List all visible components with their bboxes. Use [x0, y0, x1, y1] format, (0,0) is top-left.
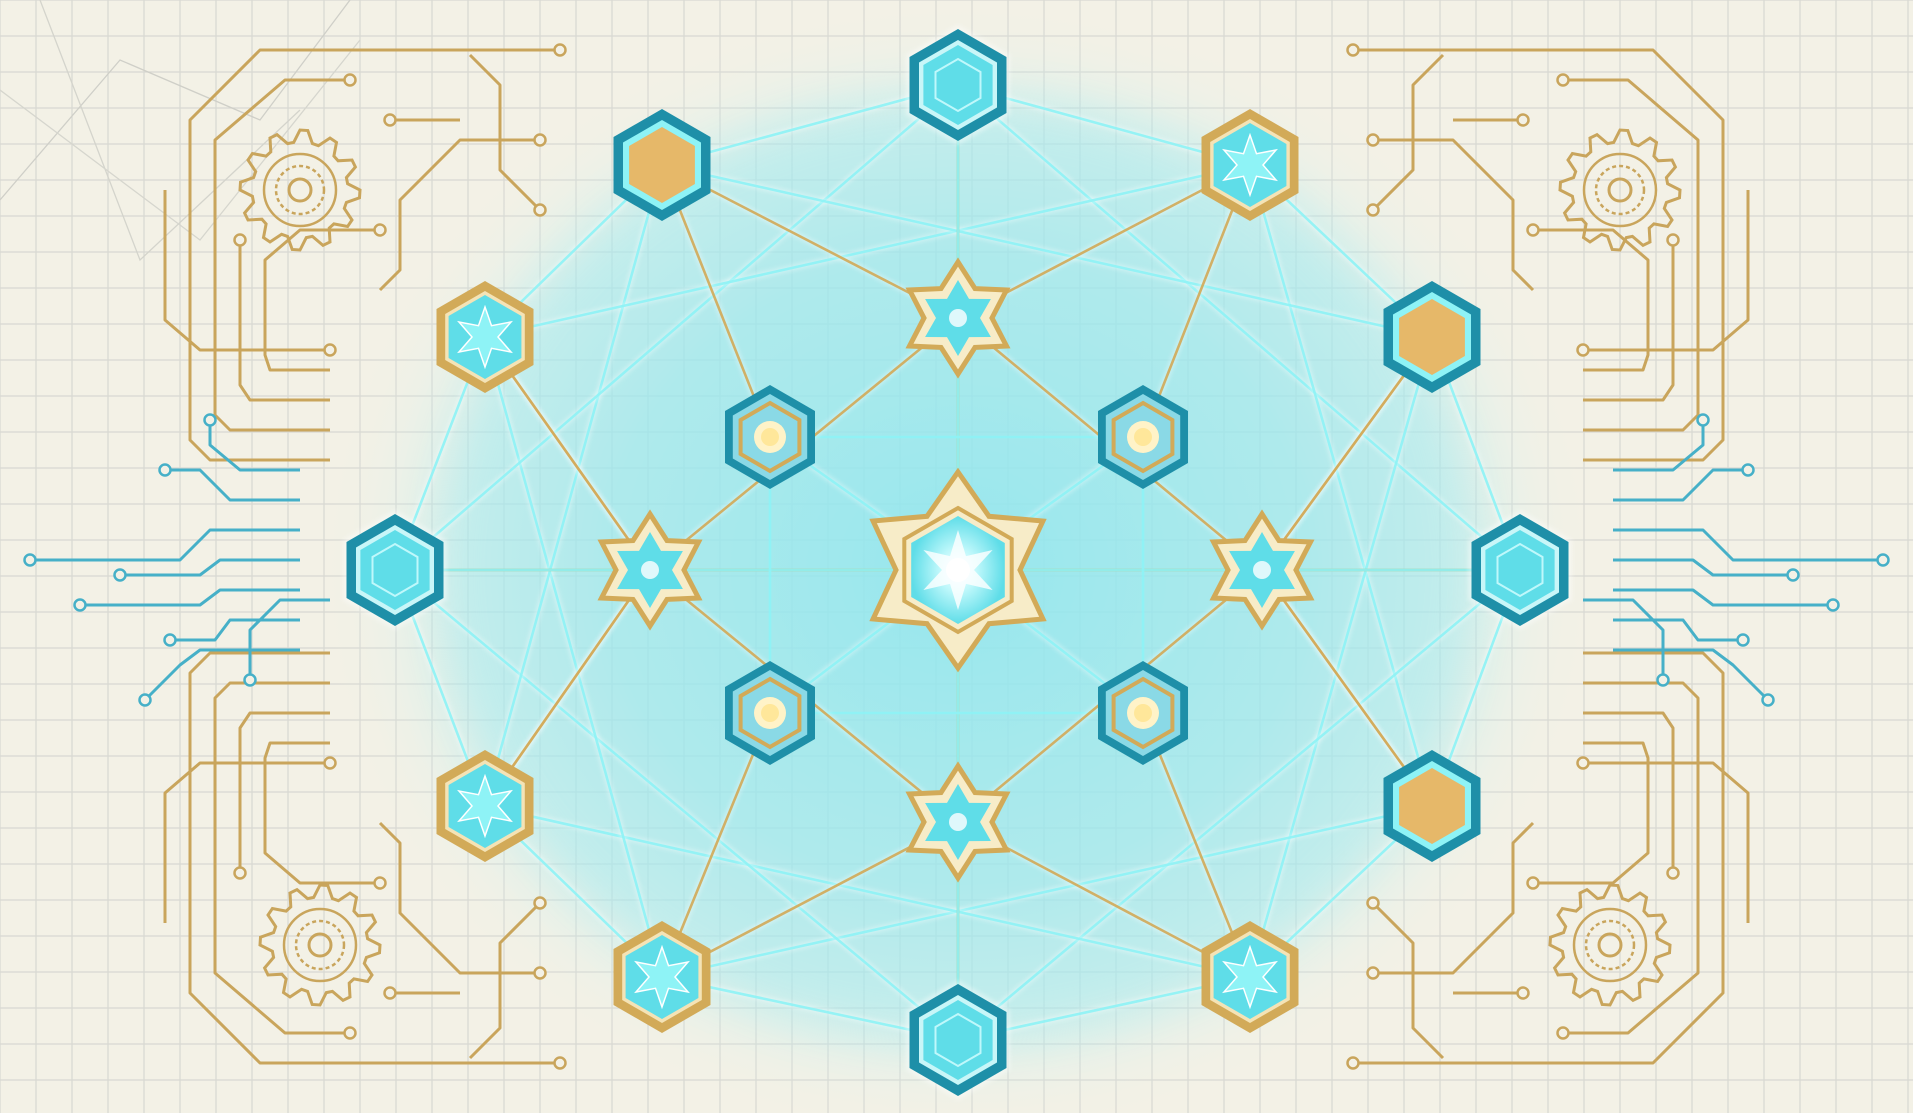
center-core-dot	[946, 558, 970, 582]
sketch-line	[0, 0, 350, 200]
circuit-trace	[80, 590, 300, 605]
circuit-trace	[210, 420, 300, 470]
circuit-pad	[25, 555, 36, 566]
circuit-pad	[1348, 45, 1359, 56]
circuit-trace	[170, 620, 300, 640]
circuit-pad	[385, 115, 396, 126]
circuit-trace	[240, 240, 330, 400]
core-dot-center	[761, 704, 779, 722]
star-core	[949, 813, 967, 831]
gear-inner-ring	[276, 166, 324, 214]
sketch-line	[40, 0, 300, 260]
circuit-pad	[1578, 758, 1589, 769]
circuit-pad	[1518, 115, 1529, 126]
circuit-pad	[535, 898, 546, 909]
circuit-trace	[1613, 620, 1743, 640]
star-core	[1253, 561, 1271, 579]
circuit-pad	[555, 1058, 566, 1069]
circuit-pad	[160, 465, 171, 476]
circuit-trace	[1563, 80, 1698, 430]
circuit-pad	[345, 75, 356, 86]
circuit-trace	[30, 530, 300, 560]
circuit-pad	[555, 45, 566, 56]
circuit-trace	[1613, 560, 1793, 575]
circuit-pad	[245, 675, 256, 686]
circuit-pad	[75, 600, 86, 611]
circuit-pad	[535, 135, 546, 146]
circuit-pad	[345, 1028, 356, 1039]
circuit-pad	[1668, 868, 1679, 879]
core-dot-center	[1134, 428, 1152, 446]
circuit-pad	[375, 878, 386, 889]
gear-outline	[260, 885, 380, 1005]
circuit-pad	[1558, 1028, 1569, 1039]
circuit-pad	[1878, 555, 1889, 566]
circuit-pad	[325, 345, 336, 356]
circuit-pad	[1788, 570, 1799, 581]
circuit-pad	[1743, 465, 1754, 476]
circuit-pad	[165, 635, 176, 646]
circuit-trace	[215, 80, 350, 430]
core-dot-center	[1134, 704, 1152, 722]
gear-hub	[309, 934, 331, 956]
circuit-trace	[240, 713, 330, 873]
circuit-pad	[1558, 75, 1569, 86]
circuit-pad	[115, 570, 126, 581]
circuit-pad	[1348, 1058, 1359, 1069]
gear-inner-ring	[1586, 921, 1634, 969]
circuit-pad	[325, 758, 336, 769]
circuit-pad	[1368, 968, 1379, 979]
circuit-trace	[1613, 420, 1703, 470]
circuit-pad	[1368, 205, 1379, 216]
circuit-pad	[1368, 898, 1379, 909]
circuit-trace	[1563, 683, 1698, 1033]
gear-outline	[240, 130, 360, 250]
gear-icon	[260, 885, 380, 1005]
circuit-pad	[1578, 345, 1589, 356]
core-dot-center	[761, 428, 779, 446]
circuit-pad	[205, 415, 216, 426]
gear-outline	[1550, 885, 1670, 1005]
circuit-pad	[1518, 988, 1529, 999]
circuit-trace	[165, 470, 300, 500]
gear-icon	[1550, 885, 1670, 1005]
gear-inner-ring	[296, 921, 344, 969]
circuit-trace	[1613, 530, 1883, 560]
circuit-pad	[1658, 675, 1669, 686]
circuit-pad	[1828, 600, 1839, 611]
circuit-trace	[1583, 713, 1673, 873]
circuit-trace	[1583, 240, 1673, 400]
circuit-pad	[1368, 135, 1379, 146]
circuit-pad	[535, 968, 546, 979]
circuit-pad	[1698, 415, 1709, 426]
gear-icon	[240, 130, 360, 250]
circuit-pad	[235, 868, 246, 879]
gear-hub	[1599, 934, 1621, 956]
circuit-pad	[1528, 225, 1539, 236]
circuit-pad	[1668, 235, 1679, 246]
circuit-pad	[235, 235, 246, 246]
circuit-trace	[120, 560, 300, 575]
circuit-pad	[1763, 695, 1774, 706]
circuit-pad	[535, 205, 546, 216]
circuit-pad	[1528, 878, 1539, 889]
star-core	[641, 561, 659, 579]
star-core	[949, 309, 967, 327]
circuit-pad	[1738, 635, 1749, 646]
circuit-pad	[385, 988, 396, 999]
gear-hub	[289, 179, 311, 201]
circuit-pad	[140, 695, 151, 706]
circuit-pad	[375, 225, 386, 236]
